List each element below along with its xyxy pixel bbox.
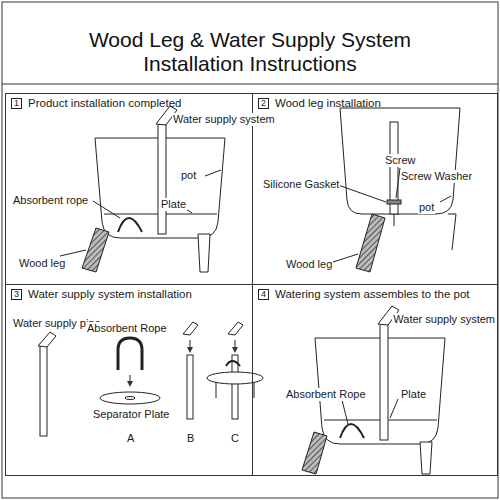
step-panel: Water supply system installation 3 [5,284,253,476]
part-label: pot [180,169,197,182]
step-number: 3 [11,289,22,300]
part-label: Separator Plate [92,408,170,421]
step-number-text: 3 [14,289,19,299]
part-label: Screw Washer [400,170,473,183]
part-label: B [186,432,195,445]
step-heading: Water supply system installation [28,288,192,300]
part-label: A [126,432,135,445]
step-number-text: 2 [261,98,266,108]
part-label: Plate [160,198,187,211]
panel2-art [333,108,460,276]
step-number: 2 [258,98,269,109]
step-heading: Watering system assembles to the pot [275,288,470,300]
diagram-title: Wood Leg & Water Supply System Installat… [85,28,415,76]
part-label: Wood leg [18,257,66,270]
part-label: Screw [384,154,417,167]
part-label: Silicone Gasket [262,178,340,191]
part-label: Water supply system [392,313,496,326]
header-rule [2,84,498,85]
panel1-art [60,106,225,272]
panel3-art [38,322,263,436]
part-label: Wood leg [285,258,333,271]
part-label: pot [418,201,435,214]
step-number-text: 1 [14,98,19,108]
part-label: Plate [400,388,427,401]
step-number: 1 [11,98,22,109]
part-label: Absorbent Rope [285,388,367,401]
step-heading: Wood leg installation [275,97,381,109]
part-label: Absorbent rope [12,194,89,207]
part-label: Water supply system [172,113,276,126]
step-heading: Product installation completed [28,97,181,109]
part-label: C [230,432,240,445]
part-label: Absorbent Rope [86,322,168,335]
step-number: 4 [258,289,269,300]
step-number-text: 4 [261,289,266,299]
